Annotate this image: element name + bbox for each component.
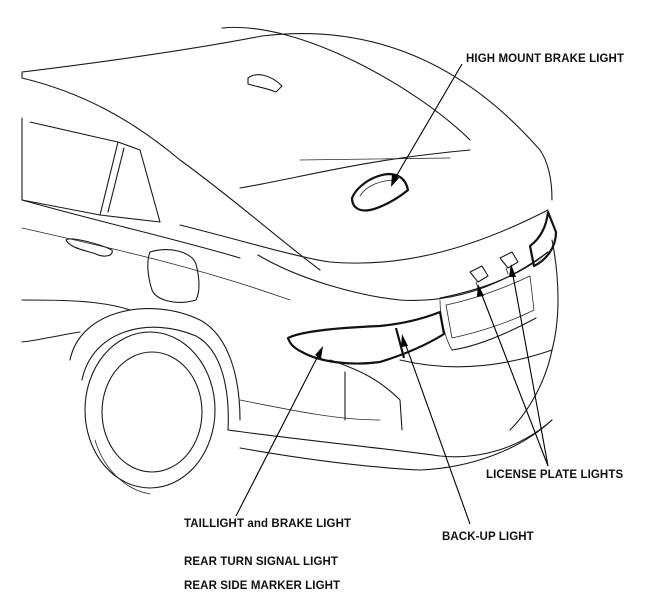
roof-antenna	[247, 74, 283, 93]
label-license-plate-lights: LICENSE PLATE LIGHTS	[486, 469, 624, 481]
label-rear-turn-signal-light: REAR TURN SIGNAL LIGHT	[184, 556, 339, 568]
label-taillight-and-brake-light: TAILLIGHT and BRAKE LIGHT	[184, 518, 352, 530]
label-back-up-light: BACK-UP LIGHT	[442, 531, 534, 543]
license-plate-light-shapes	[469, 251, 519, 289]
car-body	[21, 26, 559, 495]
label-high-mount-brake-light: HIGH MOUNT BRAKE LIGHT	[466, 53, 625, 65]
taillight-shape	[286, 310, 446, 365]
label-rear-side-marker-light: REAR SIDE MARKER LIGHT	[184, 580, 341, 592]
leader-lines	[235, 63, 549, 525]
high-mount-brake-light-shape	[350, 172, 410, 212]
